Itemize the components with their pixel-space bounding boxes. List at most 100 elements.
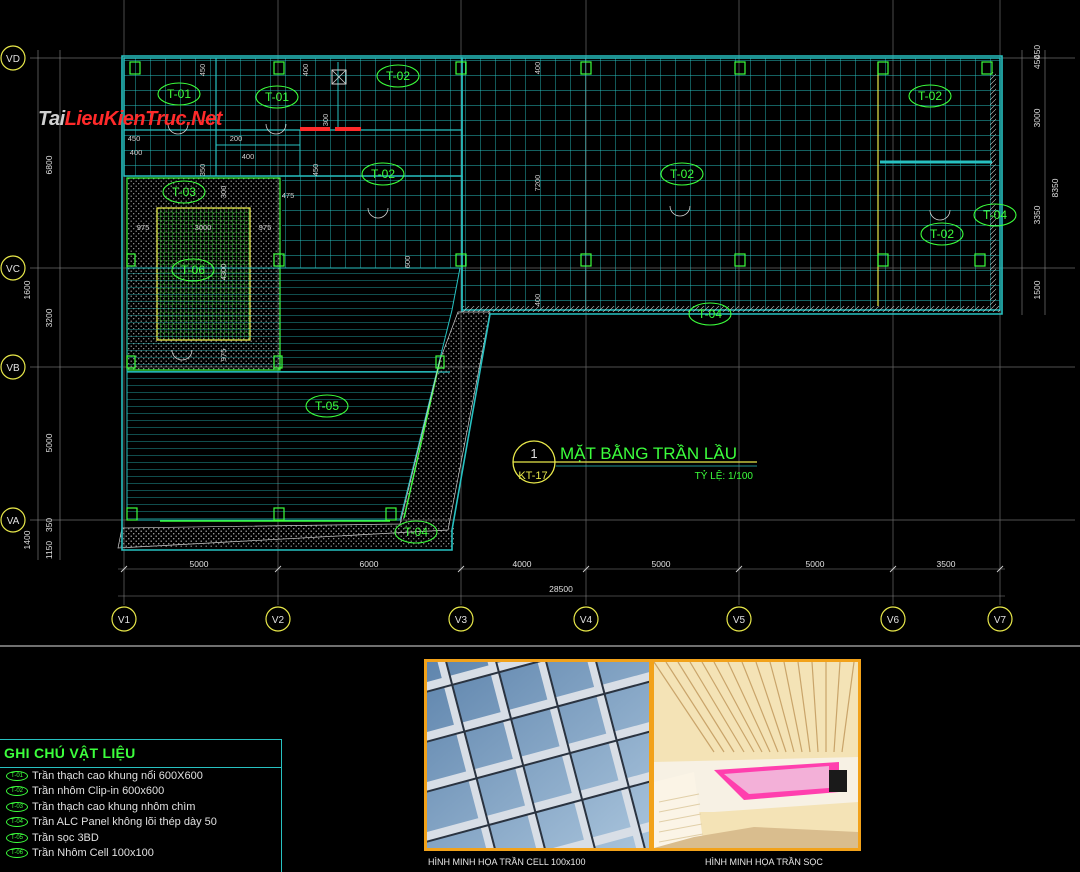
tag-t03: T-03 bbox=[162, 180, 206, 204]
svg-text:T-02: T-02 bbox=[918, 89, 942, 103]
legend-item: T-04 Trần ALC Panel không lõi thép dày 50 bbox=[0, 815, 281, 831]
svg-text:V1: V1 bbox=[118, 615, 131, 626]
tag-t04-b: T-04 bbox=[973, 203, 1017, 227]
dim-r3: 3000 bbox=[1032, 108, 1042, 127]
pdim-18: 7200 bbox=[533, 175, 542, 192]
watermark-part1: Tai bbox=[38, 108, 65, 130]
pdim-12: 4300 bbox=[219, 264, 228, 281]
grid-bubble-v6: V6 bbox=[880, 606, 906, 632]
dim-b5: 5000 bbox=[806, 559, 825, 569]
grid-bubble-v7: V7 bbox=[987, 606, 1013, 632]
svg-text:T-02: T-02 bbox=[670, 167, 694, 181]
pdim-9: 3000 bbox=[195, 223, 212, 232]
pdim-6: 450 bbox=[311, 164, 320, 177]
dim-l1: 6800 bbox=[44, 155, 54, 174]
plan-dimension-texts: 450 400 450 200 400 350 450 475 975 3000… bbox=[128, 62, 542, 362]
svg-text:T-02: T-02 bbox=[371, 167, 395, 181]
caption-slat: HÌNH MINH HỌA TRẦN SỌC bbox=[705, 857, 823, 867]
pdim-11: 300 bbox=[219, 186, 228, 199]
dimension-lines bbox=[37, 50, 1046, 597]
legend-title: GHI CHÚ VẬT LIỆU bbox=[0, 740, 281, 768]
legend-code: T-02 bbox=[6, 786, 28, 797]
svg-text:VC: VC bbox=[6, 264, 20, 275]
caption-cell: HÌNH MINH HỌA TRẦN CELL 100x100 bbox=[428, 857, 586, 867]
dim-l4: 5000 bbox=[44, 433, 54, 452]
pdim-5: 350 bbox=[198, 164, 207, 177]
grid-bubble-v5: V5 bbox=[726, 606, 752, 632]
tag-t02-a: T-02 bbox=[376, 64, 420, 88]
grid-bubble-v4: V4 bbox=[573, 606, 599, 632]
pdim-17: 300 bbox=[321, 114, 330, 127]
legend-code: T-05 bbox=[6, 832, 28, 843]
pdim-10: 975 bbox=[259, 223, 272, 232]
svg-text:T-04: T-04 bbox=[404, 525, 428, 539]
svg-text:T-06: T-06 bbox=[181, 263, 205, 277]
pdim-19: 400 bbox=[130, 148, 143, 157]
legend-desc: Trần sọc 3BD bbox=[32, 831, 99, 844]
dim-r5: 3350 bbox=[1032, 205, 1042, 224]
pdim-0: 450 bbox=[198, 64, 207, 77]
dim-b3: 4000 bbox=[513, 559, 532, 569]
svg-text:V5: V5 bbox=[733, 615, 746, 626]
tag-t02-c: T-02 bbox=[660, 162, 704, 186]
grid-bubble-vc: VC bbox=[0, 255, 26, 281]
legend-desc: Trần ALC Panel không lõi thép dày 50 bbox=[32, 816, 217, 829]
svg-text:V6: V6 bbox=[887, 615, 900, 626]
title-scale: TỶ LỆ: 1/100 bbox=[695, 469, 754, 482]
legend-code: T-03 bbox=[6, 801, 28, 812]
dim-l5: 350 bbox=[44, 518, 54, 532]
dim-r2: 450 bbox=[1032, 55, 1042, 69]
svg-text:T-02: T-02 bbox=[930, 227, 954, 241]
watermark-logo: TaiLieuKienTruc.Net bbox=[38, 108, 222, 131]
tag-t01-a: T-01 bbox=[157, 82, 201, 106]
pdim-8: 975 bbox=[137, 223, 150, 232]
level-markers bbox=[167, 123, 951, 361]
pdim-13: 975 bbox=[219, 349, 228, 362]
legend-item: T-05 Trần sọc 3BD bbox=[0, 830, 281, 846]
legend-code: T-06 bbox=[6, 848, 28, 859]
dim-b1: 5000 bbox=[190, 559, 209, 569]
legend-desc: Trần thạch cao khung nhôm chìm bbox=[32, 800, 196, 813]
pdim-3: 200 bbox=[230, 134, 243, 143]
legend-code: T-04 bbox=[6, 817, 28, 828]
pdim-7: 475 bbox=[282, 191, 295, 200]
grid-bubbles: V1 V2 V3 V4 V5 V6 V7 VD VC VB VA bbox=[0, 45, 1013, 632]
tag-t01-b: T-01 bbox=[255, 85, 299, 109]
grid-bubble-v3: V3 bbox=[448, 606, 474, 632]
title-sheet: KT-17 bbox=[518, 470, 547, 482]
legend-desc: Trần thạch cao khung nổi 600X600 bbox=[32, 769, 203, 782]
tag-t04-c: T-04 bbox=[394, 520, 438, 544]
svg-text:VA: VA bbox=[7, 516, 20, 527]
title-number: 1 bbox=[530, 446, 537, 461]
svg-text:VD: VD bbox=[6, 54, 20, 65]
dim-b6: 3500 bbox=[937, 559, 956, 569]
pdim-15: 400 bbox=[533, 294, 542, 307]
dim-l6: 1150 bbox=[44, 541, 54, 560]
dim-l3: 3200 bbox=[44, 308, 54, 327]
pdim-16: 600 bbox=[403, 256, 412, 269]
dim-b2: 6000 bbox=[360, 559, 379, 569]
svg-text:T-04: T-04 bbox=[698, 307, 722, 321]
slat-ceiling-photo bbox=[651, 659, 861, 851]
pdim-1: 400 bbox=[301, 64, 310, 77]
dim-r6: 1500 bbox=[1032, 280, 1042, 299]
outer-walls bbox=[121, 55, 1003, 551]
pdim-14: 400 bbox=[533, 62, 542, 75]
cell-ceiling-photo bbox=[424, 659, 652, 851]
svg-text:T-05: T-05 bbox=[315, 399, 339, 413]
ceiling-tags: T-01 T-01 T-02 T-02 T-02 T-02 T-02 T-03 … bbox=[157, 64, 1017, 544]
pdim-4: 400 bbox=[242, 152, 255, 161]
tag-t04-a: T-04 bbox=[688, 302, 732, 326]
grid-bubble-v1: V1 bbox=[111, 606, 137, 632]
dim-l2: 1600 bbox=[22, 280, 32, 299]
grid-bubble-vd: VD bbox=[0, 45, 26, 71]
grid-bubble-vb: VB bbox=[0, 354, 26, 380]
title-main: MẶT BẰNG TRẦN LẦU bbox=[560, 444, 737, 463]
area-t05-slats bbox=[126, 267, 461, 522]
dim-b4: 5000 bbox=[652, 559, 671, 569]
tag-t06: T-06 bbox=[171, 258, 215, 282]
